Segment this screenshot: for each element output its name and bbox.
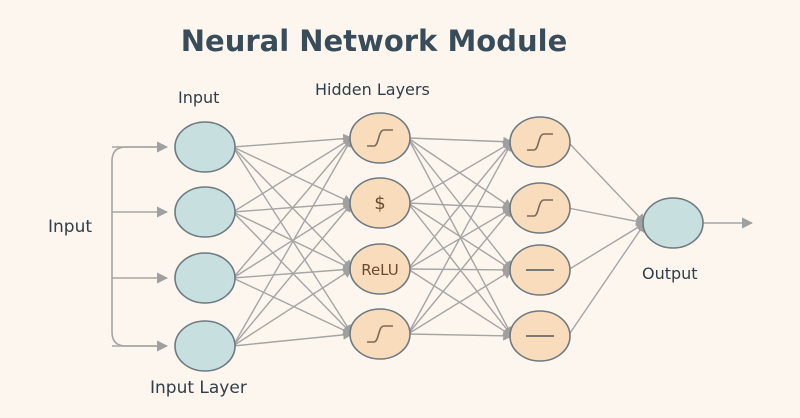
input-layer-label: Input Layer <box>150 378 247 398</box>
sigmoid-icon <box>367 325 393 343</box>
connection-line <box>232 202 353 347</box>
connection-line <box>567 222 646 271</box>
connection-line <box>232 277 353 335</box>
node-circle <box>349 177 411 229</box>
connection-line <box>407 265 513 275</box>
node-circle <box>349 308 411 360</box>
connection-line <box>407 141 513 335</box>
output-label: Output <box>642 264 698 283</box>
node-label: ReLU <box>361 261 399 279</box>
sigmoid-icon <box>367 129 393 147</box>
hidden-2-node <box>509 244 571 296</box>
nodes: $ ReLU <box>174 112 704 372</box>
hidden-layers-label: Hidden Layers <box>315 80 430 99</box>
connection-line <box>232 330 353 347</box>
hidden-1-node: $ <box>349 177 411 229</box>
output-node <box>642 197 704 249</box>
input-node <box>174 186 236 238</box>
node-circle <box>349 243 411 295</box>
connection-line <box>567 141 646 224</box>
connection-line <box>407 136 513 147</box>
connection-line <box>407 207 513 335</box>
connection-line <box>407 141 513 204</box>
connection-line <box>567 207 646 227</box>
sigmoid-icon <box>527 133 553 151</box>
input-side-label: Input <box>48 217 93 237</box>
connection-line <box>232 137 353 347</box>
connection-line <box>407 330 513 341</box>
diagram-title: Neural Network Module <box>180 24 568 58</box>
node-circle <box>174 320 236 372</box>
node-circle <box>174 186 236 238</box>
hidden-1-node: ReLU <box>349 243 411 295</box>
input-node <box>174 320 236 372</box>
input-node <box>174 121 236 173</box>
node-circle <box>174 121 236 173</box>
sigmoid-icon <box>527 199 553 217</box>
connection-line <box>567 222 646 337</box>
hidden-1-node <box>349 112 411 164</box>
node-circle <box>509 116 571 168</box>
hidden-2-node <box>509 116 571 168</box>
input-feed-arrows <box>111 141 754 352</box>
connection-line <box>232 202 353 279</box>
input-bracket <box>111 146 160 347</box>
node-circle <box>642 197 704 249</box>
hidden-1-node <box>349 308 411 360</box>
hidden-2-node <box>509 182 571 234</box>
node-circle <box>509 182 571 234</box>
connection-line <box>407 202 513 271</box>
connection-line <box>232 137 353 279</box>
input-label: Input <box>178 88 220 107</box>
connection-line <box>407 141 513 270</box>
connection-line <box>232 137 353 213</box>
hidden-2-node <box>509 310 571 362</box>
node-label: $ <box>374 193 385 214</box>
input-node <box>174 252 236 304</box>
node-circle <box>174 252 236 304</box>
connection-line <box>232 133 353 148</box>
node-circle <box>349 112 411 164</box>
connection-line <box>407 137 513 271</box>
connections <box>232 133 646 347</box>
connection-line <box>232 268 353 347</box>
connection-line <box>407 269 513 335</box>
